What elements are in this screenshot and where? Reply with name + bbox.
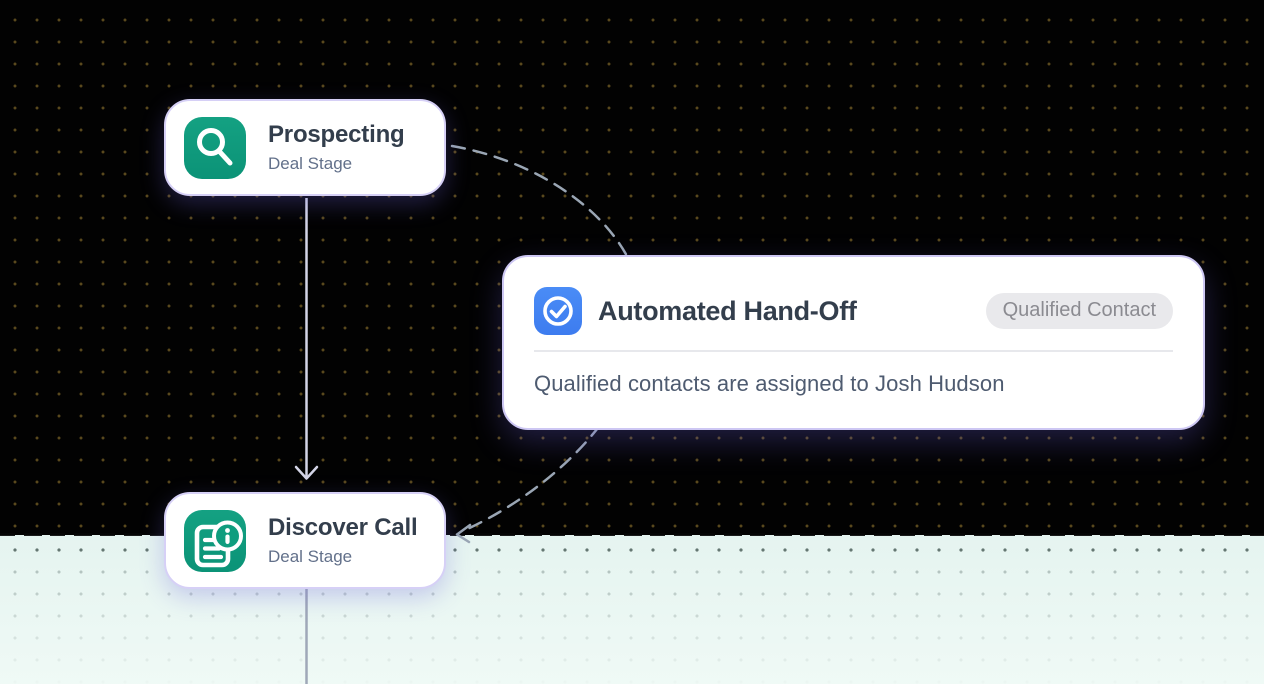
node-title: Prospecting: [268, 121, 405, 149]
arrow-down-icon: [294, 465, 319, 480]
node-prospecting[interactable]: Prospecting Deal Stage: [164, 99, 446, 196]
node-subtitle: Deal Stage: [268, 546, 353, 566]
check-circle-icon: [534, 287, 582, 335]
action-card-title: Automated Hand-Off: [598, 295, 857, 326]
arrow-left-icon: [455, 523, 472, 544]
node-subtitle: Deal Stage: [268, 153, 353, 173]
node-discover-call[interactable]: Discover Call Deal Stage: [164, 492, 446, 589]
document-info-icon: [184, 509, 246, 572]
action-card-description: Qualified contacts are assigned to Josh …: [534, 371, 1005, 396]
background-boundary-edge: [0, 533, 1264, 536]
search-icon: [184, 116, 246, 179]
qualified-contact-badge: Qualified Contact: [985, 293, 1173, 329]
solid-connector-line: [294, 198, 319, 480]
action-card-automated-hand-off[interactable]: Automated Hand-Off Qualified Contact Qua…: [502, 255, 1205, 430]
divider: [534, 350, 1173, 352]
dashed-connector-curve: [450, 144, 645, 544]
node-title: Discover Call: [268, 514, 418, 542]
